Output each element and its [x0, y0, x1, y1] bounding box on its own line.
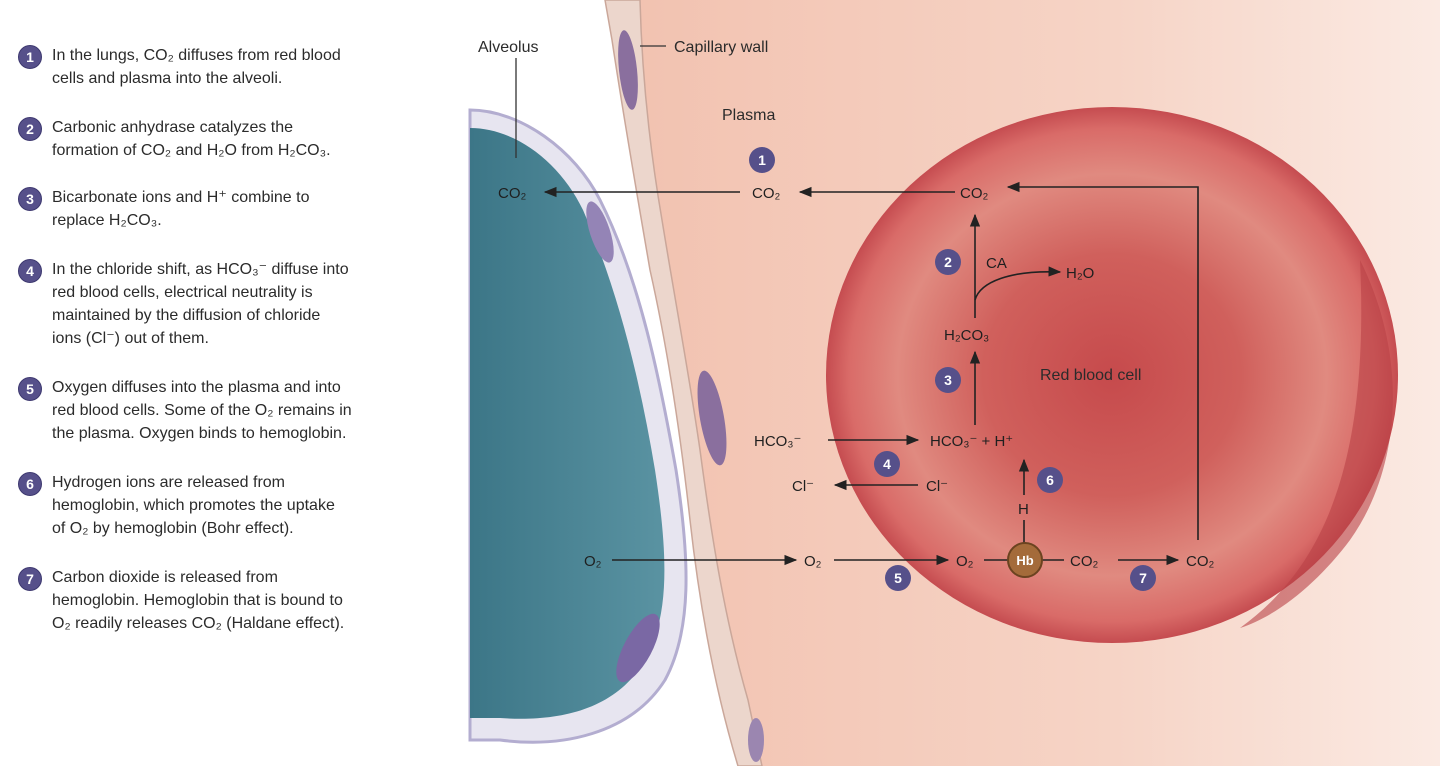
svg-text:1: 1: [758, 152, 766, 168]
step-description: In the lungs, CO₂ diffuses from red bloo…: [52, 47, 341, 87]
step-description: Hydrogen ions are released from hemoglob…: [52, 474, 335, 537]
hemoglobin-circle: [1007, 542, 1043, 578]
endothelial-nucleus: [618, 30, 638, 110]
diagram-badge-2: 2: [935, 249, 961, 275]
alveolar-cell-nucleus: [616, 613, 660, 683]
rbc-hco3-h: HCO₃⁻ + H⁺: [930, 433, 1013, 450]
step-number-badge: 3: [18, 187, 42, 211]
svg-text:7: 7: [1139, 570, 1147, 586]
step-description: In the chloride shift, as HCO₃⁻ diffuse …: [52, 261, 349, 347]
svg-text:5: 5: [894, 570, 902, 586]
rbc-co2-top: CO₂: [960, 185, 989, 202]
diagram-badge-5: 5: [885, 565, 911, 591]
diagram-badge-3: 3: [935, 367, 961, 393]
plasma-co2: CO₂: [752, 185, 781, 202]
red-blood-cell-label: Red blood cell: [1040, 367, 1141, 384]
alveolus-label: Alveolus: [478, 39, 538, 56]
red-blood-cell: [826, 107, 1398, 643]
plasma-cl: Cl⁻: [792, 478, 814, 495]
rbc-cl: Cl⁻: [926, 478, 948, 495]
released-co2: CO₂: [1186, 553, 1215, 570]
step-number-badge: 5: [18, 377, 42, 401]
step-number-badge: 4: [18, 259, 42, 283]
diagram-badge-1: 1: [749, 147, 775, 173]
svg-text:6: 6: [1046, 472, 1054, 488]
endothelial-nucleus: [748, 718, 764, 762]
diagram-badge-6: 6: [1037, 467, 1063, 493]
plasma-label: Plasma: [722, 107, 775, 124]
ca-label: CA: [986, 255, 1007, 272]
step-number-badge: 1: [18, 45, 42, 69]
step-description: Carbon dioxide is released from hemoglob…: [52, 569, 345, 632]
plasma-o2: O₂: [804, 553, 822, 570]
step-description: Carbonic anhydrase catalyzes the formati…: [52, 119, 331, 159]
step-number-badge: 7: [18, 567, 42, 591]
alveolar-cell-nucleus: [586, 201, 614, 263]
step-number-badge: 6: [18, 472, 42, 496]
alveolus-co2: CO₂: [498, 185, 527, 202]
svg-text:3: 3: [944, 372, 952, 388]
plasma-hco3: HCO₃⁻: [754, 433, 801, 450]
h-from-hb: H: [1018, 501, 1029, 518]
capillary-wall-label: Capillary wall: [674, 39, 768, 56]
h2co3-label: H₂CO₃: [944, 327, 989, 344]
step-number-badge: 2: [18, 117, 42, 141]
alveolus-air-space: [470, 128, 665, 719]
rbc-o2: O₂: [956, 553, 974, 570]
alveolus-o2: O₂: [584, 553, 602, 570]
svg-text:2: 2: [944, 254, 952, 270]
diagram-badge-7: 7: [1130, 565, 1156, 591]
step-description: Oxygen diffuses into the plasma and into…: [52, 379, 352, 442]
step-description: Bicarbonate ions and H⁺ combine to repla…: [52, 189, 310, 229]
svg-text:4: 4: [883, 456, 891, 472]
hb-co2: CO₂: [1070, 553, 1099, 570]
diagram-badge-4: 4: [874, 451, 900, 477]
h2o-label: H₂O: [1066, 265, 1094, 282]
endothelial-nucleus: [697, 370, 727, 466]
hb-label: Hb: [1016, 553, 1033, 568]
